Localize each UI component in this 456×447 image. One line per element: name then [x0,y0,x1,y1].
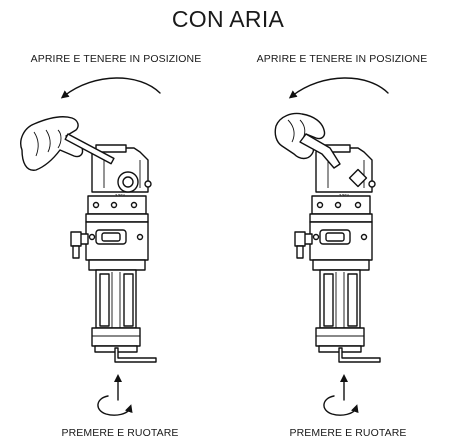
hand-icon [274,112,341,169]
actuator [91,269,157,363]
left-panel: 135° [20,77,161,416]
right-panel: 135° [274,77,389,416]
right-top-instruction: APRIRE E TENERE IN POSIZIONE [256,53,428,65]
actuator [315,269,381,363]
push-rotate-arrow-icon [97,374,133,416]
wrench-icon [299,133,341,169]
diagram-title: CON ARIA [171,6,285,32]
wrench-icon [64,133,115,165]
push-rotate-arrow-icon [323,374,359,416]
hand-icon [20,116,115,171]
rotate-ccw-arrow-icon [60,77,161,99]
left-bottom-instruction: PREMERE E RUOTARE [61,427,179,439]
left-top-instruction: APRIRE E TENERE IN POSIZIONE [30,53,202,65]
right-bottom-instruction: PREMERE E RUOTARE [289,427,407,439]
rotate-ccw-arrow-icon [288,77,389,99]
valve-body [294,195,373,271]
valve-body [70,195,149,271]
